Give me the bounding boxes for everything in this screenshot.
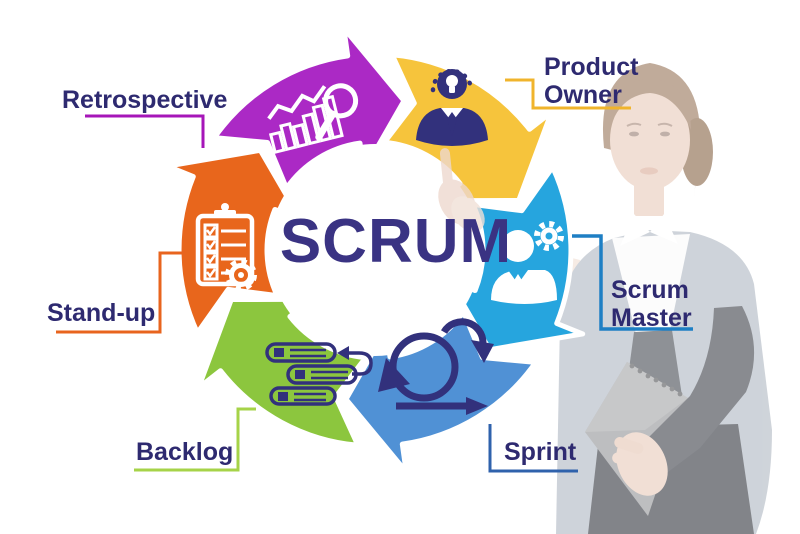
checklist-gear-icon <box>195 203 257 291</box>
callout-retrospective-text: Retrospective <box>62 86 228 114</box>
collar-right <box>650 214 678 244</box>
callout-product-owner-line2: Owner <box>544 81 622 109</box>
callout-backlog: Backlog <box>136 438 233 466</box>
face <box>610 90 690 190</box>
callout-backlog-text: Backlog <box>136 438 234 466</box>
sprint-loop-icon <box>378 318 494 415</box>
collar-left <box>620 214 650 246</box>
callout-sprint: Sprint <box>504 438 576 466</box>
callout-stand-up-text: Stand-up <box>47 299 156 327</box>
callout-scrum-master-line2: Master <box>611 304 692 332</box>
retrospective-connector-line <box>85 114 205 148</box>
callout-scrum-master: Scrum Master <box>611 276 692 332</box>
product-owner-connector-line <box>505 78 631 110</box>
holding-hand <box>612 432 668 496</box>
face-features <box>626 122 673 175</box>
callout-sprint-text: Sprint <box>504 438 577 466</box>
scrum-master-connector-line <box>572 234 693 331</box>
callout-retrospective: Retrospective <box>62 86 227 114</box>
callout-product-owner-line1: Product <box>544 53 639 81</box>
chart-magnifier-icon <box>267 83 359 154</box>
callout-stand-up: Stand-up <box>47 299 155 327</box>
idea-person-icon <box>416 68 488 146</box>
businesswoman-photo <box>458 63 772 534</box>
neck <box>634 182 664 216</box>
callout-connectors <box>56 78 693 473</box>
sprint-connector-line <box>488 424 578 473</box>
ring-inner-disc <box>269 144 481 356</box>
person-gear-icon <box>491 221 564 304</box>
callout-product-owner: Product Owner <box>544 53 638 109</box>
callout-scrum-master-line1: Scrum <box>611 276 689 304</box>
jacket-sleeve <box>634 306 755 478</box>
pointing-hand <box>438 148 485 232</box>
ring-icons <box>195 68 564 415</box>
hairline <box>609 78 691 130</box>
scrum-center-title: SCRUM <box>279 207 513 276</box>
ring-segment-stand-up <box>164 147 304 336</box>
backlog-list-icon <box>265 342 373 406</box>
shirt <box>612 234 690 334</box>
ring-segment-retrospective <box>211 25 407 191</box>
backlog-connector-line <box>134 407 256 472</box>
stand-up-connector-line <box>56 251 185 334</box>
